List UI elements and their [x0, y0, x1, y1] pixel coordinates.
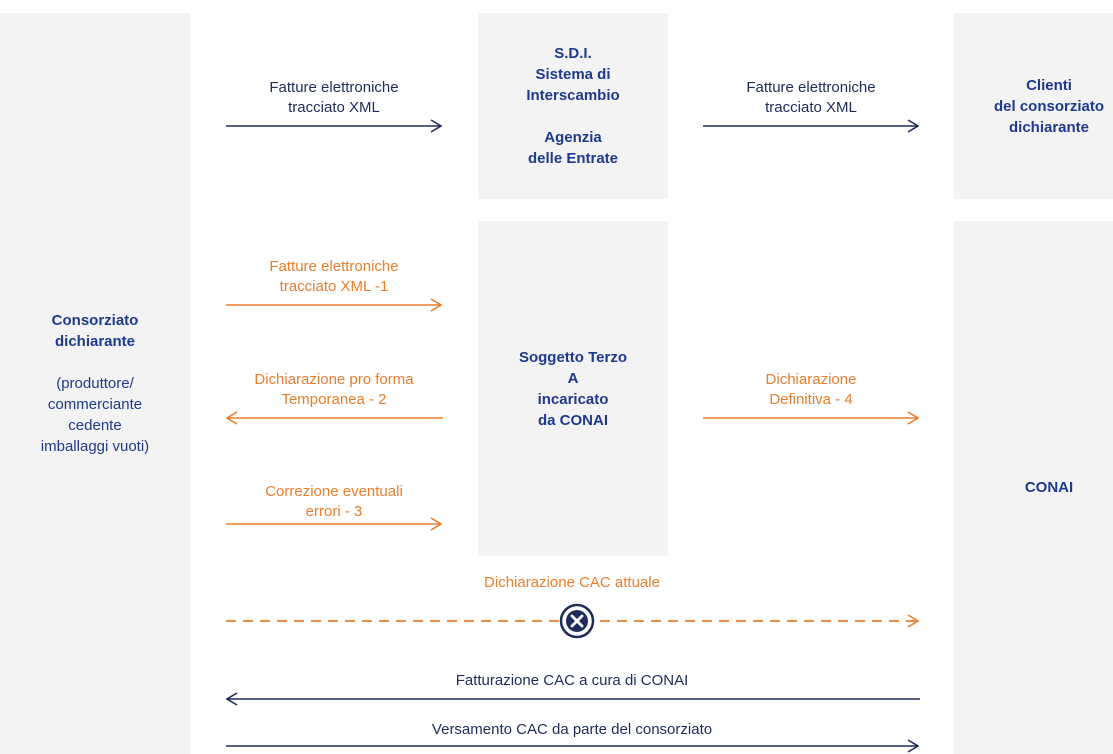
- node-sdi: S.D.I. Sistema di Interscambio Agenzia d…: [478, 13, 668, 199]
- label-versamento-cac: Versamento CAC da parte del consorziato: [431, 721, 713, 738]
- sdi-title-line1: S.D.I.: [554, 45, 592, 62]
- label-cac-attuale: Dichiarazione CAC attuale: [484, 574, 660, 591]
- node-conai: CONAI: [954, 221, 1113, 754]
- node-clienti: Clienti del consorziato dichiarante: [954, 13, 1113, 199]
- soggetto-terzo-line1: Soggetto Terzo: [518, 348, 628, 366]
- label-fatture-to-sdi-line2: tracciato XML: [288, 99, 380, 116]
- label-dichiarazione-pro-forma-2: Dichiarazione pro forma Temporanea - 2: [204, 370, 464, 410]
- soggetto-terzo-line4: da CONAI: [537, 411, 608, 429]
- label-fatture-to-sdi-line1: Fatture elettroniche: [269, 79, 399, 96]
- label-correzione-3: Correzione eventuali errori - 3: [204, 482, 464, 522]
- label-fatturazione-cac: Fatturazione CAC a cura di CONAI: [455, 672, 689, 689]
- consorziato-title-line1: Consorziato: [51, 312, 139, 329]
- consorziato-subtitle-line4: imballaggi vuoti): [40, 438, 150, 455]
- consorziato-title-line2: dichiarante: [54, 333, 136, 350]
- conai-title: CONAI: [1024, 479, 1074, 496]
- label-dichiarazione-definitiva-4-line2: Definitiva - 4: [769, 391, 853, 408]
- sdi-title-line2: Sistema di: [535, 66, 611, 83]
- consorziato-subtitle-line2: commerciante: [47, 396, 143, 413]
- sdi-title-line3: Interscambio: [526, 87, 620, 104]
- label-dichiarazione-pro-forma-2-line1: Dichiarazione pro forma: [254, 371, 414, 388]
- clienti-title-line3: dichiarante: [1008, 118, 1090, 136]
- node-soggetto-terzo: Soggetto Terzo A incaricato da CONAI: [478, 221, 668, 556]
- label-correzione-3-line2: errori - 3: [305, 503, 363, 520]
- consorziato-subtitle-line3: cedente: [68, 417, 122, 434]
- label-correzione-3-line1: Correzione eventuali: [265, 483, 403, 500]
- label-dichiarazione-pro-forma-2-line2: Temporanea - 2: [281, 391, 387, 408]
- label-fatture-to-clienti-line1: Fatture elettroniche: [746, 79, 876, 96]
- label-fatture-xml-1: Fatture elettroniche tracciato XML -1: [204, 257, 464, 297]
- label-fatture-xml-1-line1: Fatture elettroniche: [269, 258, 399, 275]
- node-consorziato-dichiarante: Consorziato dichiarante (produttore/ com…: [0, 13, 190, 754]
- clienti-title-line2: del consorziato: [993, 97, 1105, 115]
- label-fatture-to-clienti-line2: tracciato XML: [765, 99, 857, 116]
- label-fatture-to-clienti: Fatture elettroniche tracciato XML: [681, 78, 941, 118]
- clienti-title-line1: Clienti: [1026, 76, 1072, 94]
- label-fatture-to-sdi: Fatture elettroniche tracciato XML: [204, 78, 464, 118]
- soggetto-terzo-line2: A: [567, 369, 579, 387]
- label-dichiarazione-definitiva-4: Dichiarazione Definitiva - 4: [681, 370, 941, 410]
- sdi-subtitle-line2: delle Entrate: [527, 150, 619, 167]
- soggetto-terzo-line3: incaricato: [537, 390, 609, 408]
- label-dichiarazione-definitiva-4-line1: Dichiarazione: [765, 371, 857, 388]
- sdi-subtitle-line1: Agenzia: [544, 129, 602, 146]
- label-fatture-xml-1-line2: tracciato XML -1: [279, 278, 389, 295]
- x-circle-icon: [559, 603, 595, 639]
- consorziato-subtitle-line1: (produttore/: [56, 375, 134, 392]
